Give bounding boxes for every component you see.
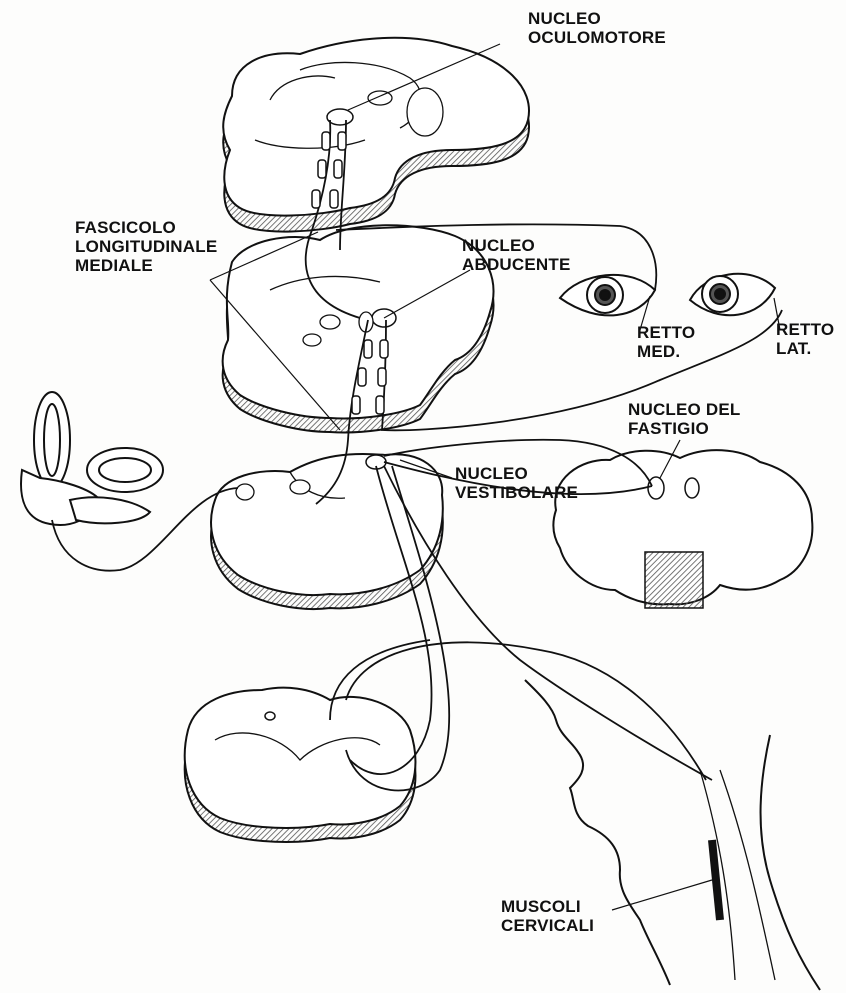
label-medial-rectus: RETTO MED.: [637, 323, 695, 361]
label-line: RETTO: [776, 320, 834, 339]
left-eye: [560, 275, 655, 316]
label-fastigial-nucleus: NUCLEO DEL FASTIGIO: [628, 400, 741, 438]
label-lateral-rectus: RETTO LAT.: [776, 320, 834, 358]
label-line: RETTO: [637, 323, 695, 342]
spinal-cord-section: [185, 688, 416, 842]
label-line: MEDIALE: [75, 256, 217, 275]
label-line: ABDUCENTE: [462, 255, 571, 274]
label-vestibular-nucleus: NUCLEO VESTIBOLARE: [455, 464, 578, 502]
cerebellum: [553, 450, 812, 608]
label-line: MUSCOLI: [501, 897, 594, 916]
label-line: NUCLEO: [528, 9, 666, 28]
labyrinth: [21, 392, 163, 525]
label-line: NUCLEO: [455, 464, 578, 483]
label-line: MED.: [637, 342, 695, 361]
label-medial-longitudinal-fasciculus: FASCICOLO LONGITUDINALE MEDIALE: [75, 218, 217, 275]
label-abducens-nucleus: NUCLEO ABDUCENTE: [462, 236, 571, 274]
label-line: LAT.: [776, 339, 834, 358]
label-line: CERVICALI: [501, 916, 594, 935]
right-eye: [690, 274, 775, 315]
label-line: VESTIBOLARE: [455, 483, 578, 502]
label-line: NUCLEO: [462, 236, 571, 255]
label-oculomotor-nucleus: NUCLEO OCULOMOTORE: [528, 9, 666, 47]
label-line: FASTIGIO: [628, 419, 741, 438]
medulla-section: [211, 454, 443, 609]
label-line: LONGITUDINALE: [75, 237, 217, 256]
head-profile: [525, 680, 820, 990]
label-cervical-muscles: MUSCOLI CERVICALI: [501, 897, 594, 935]
midbrain-section: [223, 38, 529, 232]
label-line: FASCICOLO: [75, 218, 217, 237]
label-line: OCULOMOTORE: [528, 28, 666, 47]
label-line: NUCLEO DEL: [628, 400, 741, 419]
